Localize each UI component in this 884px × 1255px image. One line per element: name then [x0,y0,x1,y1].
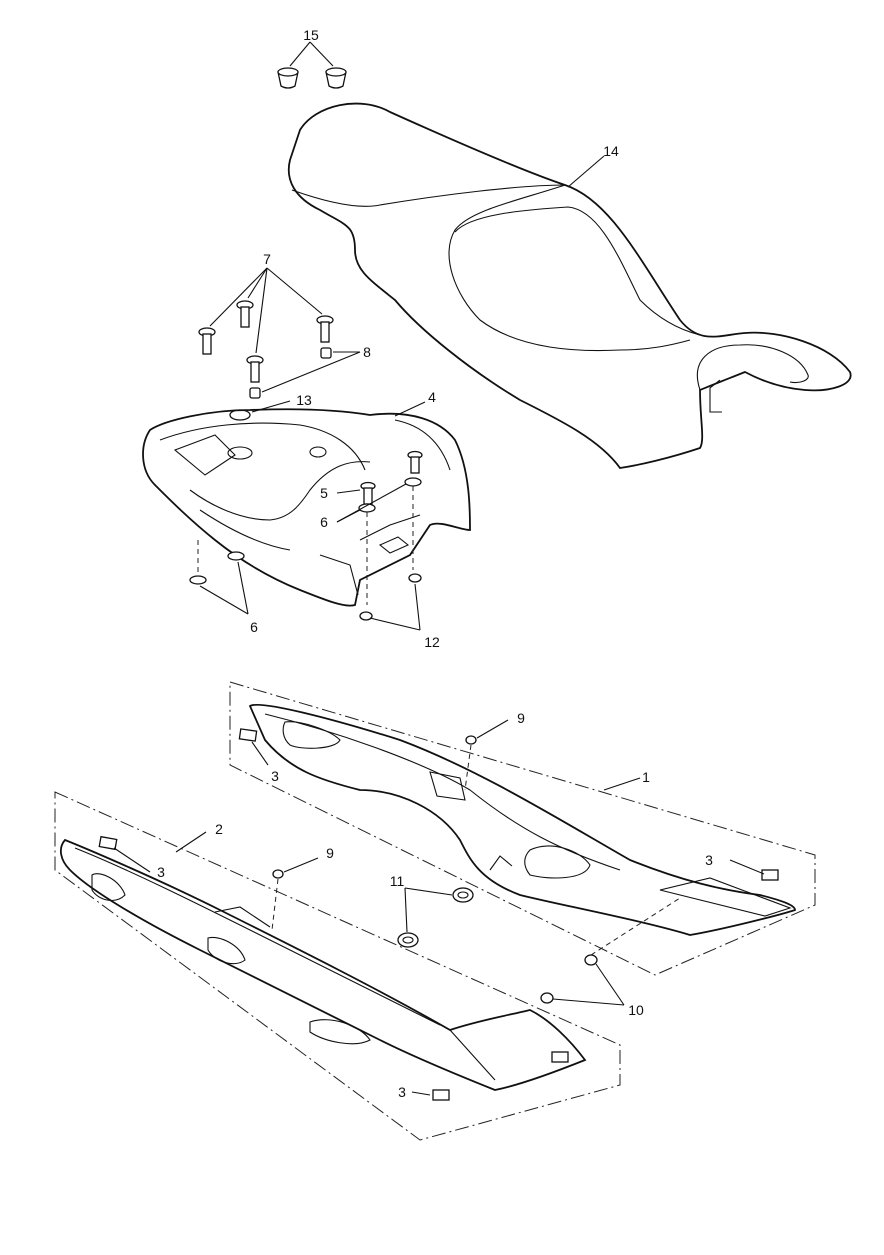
callout-14: 14 [603,143,619,159]
callout-12: 12 [424,634,440,650]
callout-3-upper-left: 3 [271,768,279,784]
callout-1: 1 [642,769,650,785]
part-10-nuts [540,897,681,1006]
callout-5: 5 [320,485,328,501]
part-4-tail-unit [142,408,471,607]
callout-4: 4 [428,389,436,405]
part-1-side-panel [229,681,816,976]
part-14-seat [287,102,852,469]
callout-9-lower: 9 [326,845,334,861]
part-15-bushes [277,41,347,89]
leader-4 [394,401,426,417]
part-5-bolts [336,450,423,505]
part-12-nuts [359,573,422,631]
callout-8: 8 [363,344,371,360]
callout-6-upper: 6 [320,514,328,530]
part-11-grommets [397,887,474,948]
callout-7: 7 [263,251,271,267]
callout-6-lower: 6 [250,619,258,635]
part-6-washers [189,477,422,615]
callout-3-left: 3 [157,864,165,880]
part-7-bolts [198,267,334,383]
callout-9-upper: 9 [517,710,525,726]
callout-3-bottom: 3 [398,1084,406,1100]
callout-13: 13 [296,392,312,408]
leader-14 [567,155,605,188]
callout-11: 11 [390,873,405,889]
callout-10: 10 [628,1002,644,1018]
callout-3-right: 3 [705,852,713,868]
part-2-side-panel [54,791,621,1141]
part-8-spacers [249,347,361,399]
callout-2: 2 [215,821,223,837]
callout-15: 15 [303,27,319,43]
